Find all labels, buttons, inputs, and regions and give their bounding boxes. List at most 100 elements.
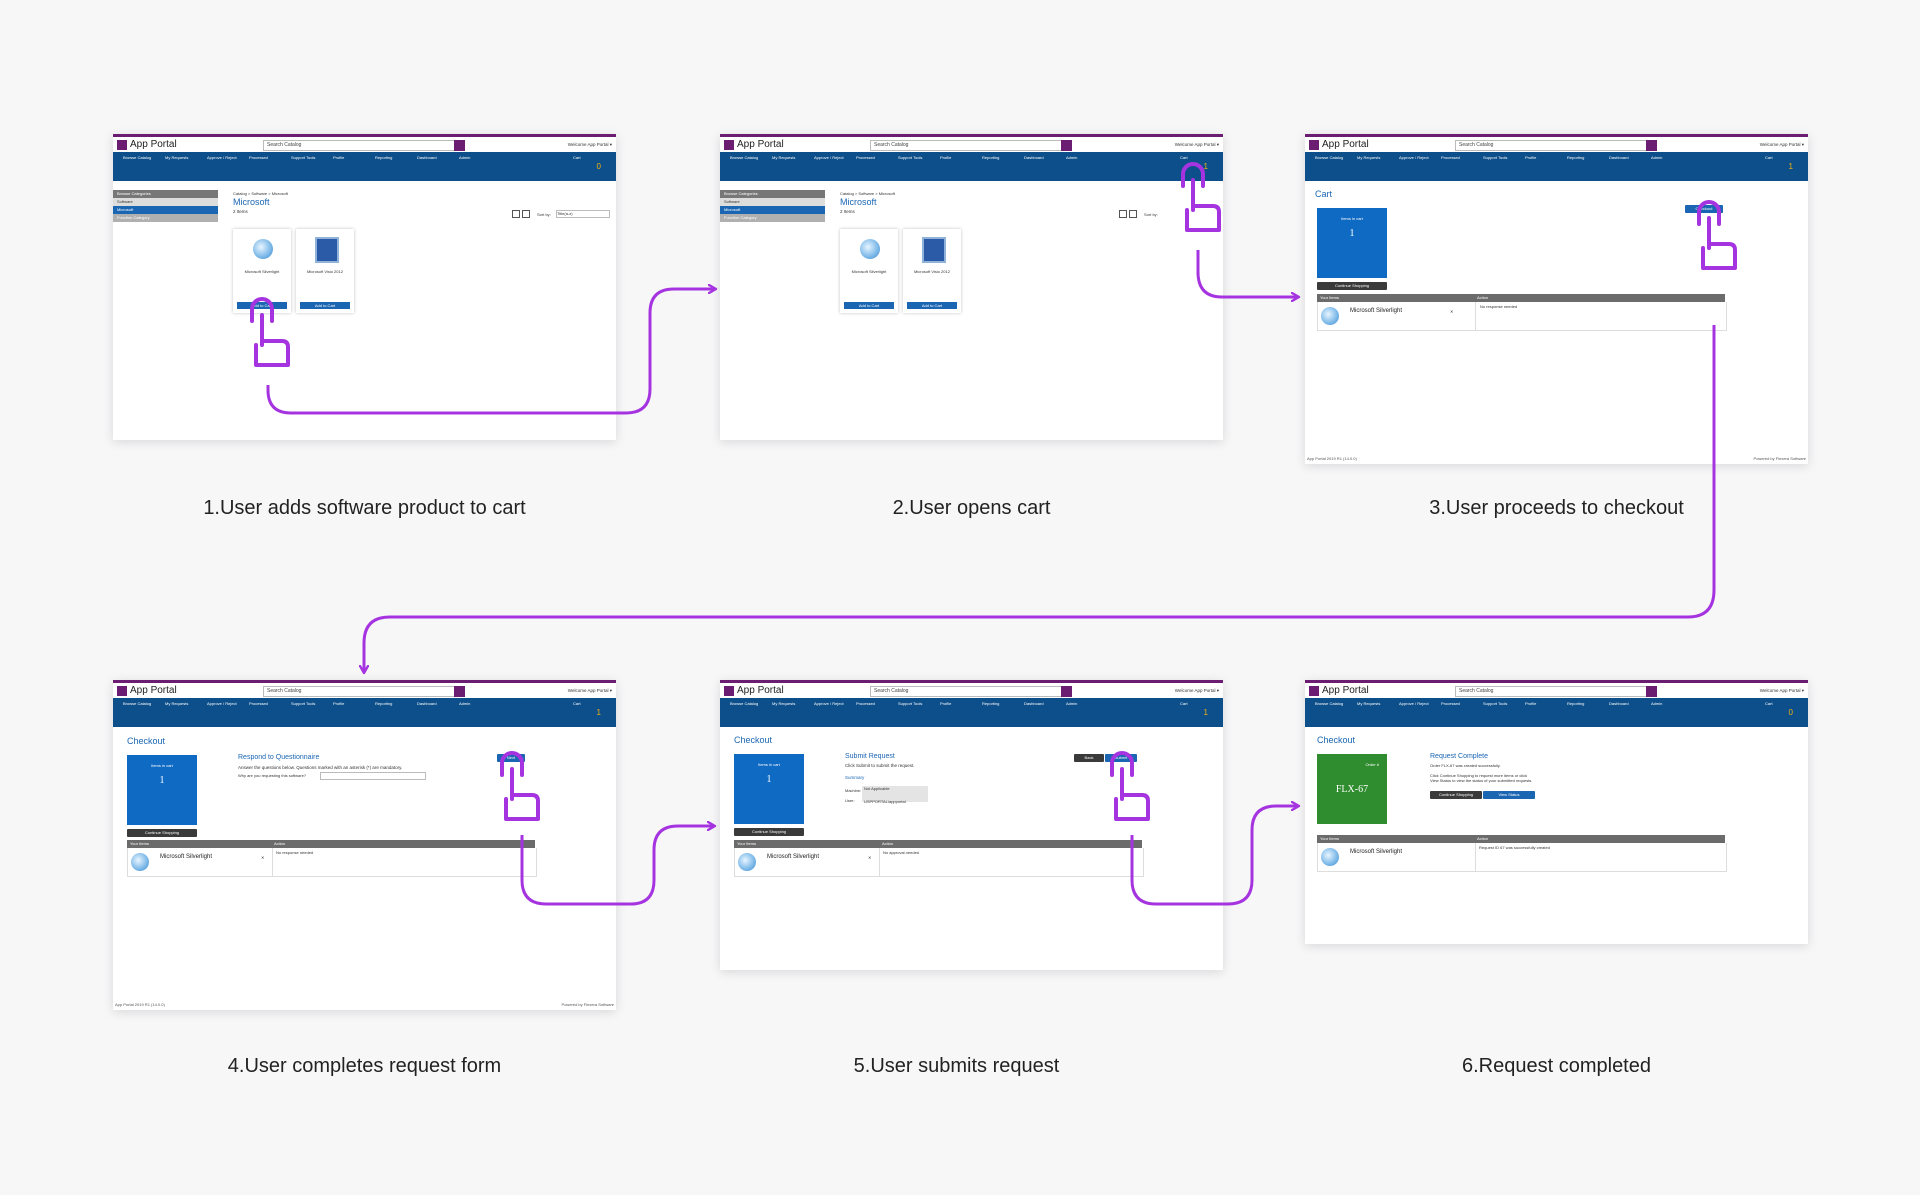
sidebar-item-microsoft[interactable]: Microsoft <box>113 206 218 214</box>
summary-link[interactable]: Summary <box>845 775 865 780</box>
question-answer-field[interactable] <box>320 772 426 780</box>
continue-shopping-button[interactable]: Continue Shopping <box>1317 282 1387 290</box>
nav-cart[interactable]: Cart <box>1180 155 1188 160</box>
nav-reporting[interactable]: Reporting <box>375 155 393 160</box>
grid-view-icon[interactable] <box>1119 210 1127 218</box>
list-view-icon[interactable] <box>1129 210 1137 218</box>
welcome-menu[interactable]: Welcome App Portal ▾ <box>1759 688 1804 693</box>
nav-profile[interactable]: Profile <box>1525 155 1537 160</box>
nav-reporting[interactable]: Reporting <box>1567 155 1585 160</box>
sort-select[interactable]: Title(a-z) <box>556 210 610 218</box>
nav-cart[interactable]: Cart <box>573 701 581 706</box>
nav-processed[interactable]: Processed <box>856 701 875 706</box>
nav-approve-reject[interactable]: Approve / Reject <box>814 701 844 706</box>
nav-approve-reject[interactable]: Approve / Reject <box>1399 155 1429 160</box>
nav-cart[interactable]: Cart <box>573 155 581 160</box>
nav-my-requests[interactable]: My Requests <box>165 155 189 160</box>
welcome-menu[interactable]: Welcome App Portal ▾ <box>1174 688 1219 693</box>
nav-cart[interactable]: Cart <box>1180 701 1188 706</box>
add-to-cart-button[interactable]: Add to Cart <box>844 302 894 309</box>
nav-approve-reject[interactable]: Approve / Reject <box>207 701 237 706</box>
add-to-cart-button[interactable]: Add to Cart <box>907 302 957 309</box>
nav-browse-catalog[interactable]: Browse Catalog <box>123 701 152 706</box>
search-button[interactable] <box>1061 686 1072 697</box>
search-button[interactable] <box>454 686 465 697</box>
continue-shopping-button[interactable]: Continue Shopping <box>127 829 197 837</box>
nav-reporting[interactable]: Reporting <box>982 701 1000 706</box>
nav-reporting[interactable]: Reporting <box>982 155 1000 160</box>
nav-profile[interactable]: Profile <box>333 155 345 160</box>
product-card-visio[interactable]: Microsoft Visio 2012 Add to Cart <box>296 229 354 313</box>
nav-my-requests[interactable]: My Requests <box>1357 155 1381 160</box>
add-to-cart-button[interactable]: Add to Cart <box>300 302 350 309</box>
nav-browse-catalog[interactable]: Browse Catalog <box>730 701 759 706</box>
nav-reporting[interactable]: Reporting <box>1567 701 1585 706</box>
sidebar-item-software[interactable]: Software <box>113 198 218 206</box>
submit-button[interactable]: Submit <box>1105 754 1137 762</box>
welcome-menu[interactable]: Welcome App Portal ▾ <box>1759 142 1804 147</box>
remove-icon[interactable]: ✕ <box>261 855 265 860</box>
nav-admin[interactable]: Admin <box>459 701 471 706</box>
next-button[interactable]: Next <box>497 754 525 762</box>
sidebar-item-software[interactable]: Software <box>720 198 825 206</box>
search-button[interactable] <box>1646 140 1657 151</box>
remove-icon[interactable]: ✕ <box>868 855 872 860</box>
nav-admin[interactable]: Admin <box>1066 155 1078 160</box>
product-card-silverlight[interactable]: Microsoft Silverlight Add to Cart <box>840 229 898 313</box>
nav-my-requests[interactable]: My Requests <box>165 701 189 706</box>
sidebar-item-function-category[interactable]: Function Category <box>720 214 825 222</box>
search-button[interactable] <box>1646 686 1657 697</box>
view-status-button[interactable]: View Status <box>1483 791 1535 799</box>
nav-browse-catalog[interactable]: Browse Catalog <box>123 155 152 160</box>
nav-my-requests[interactable]: My Requests <box>1357 701 1381 706</box>
nav-dashboard[interactable]: Dashboard <box>1024 155 1044 160</box>
nav-dashboard[interactable]: Dashboard <box>1024 701 1044 706</box>
nav-support-tools[interactable]: Support Tools <box>1483 155 1508 160</box>
list-view-icon[interactable] <box>522 210 530 218</box>
nav-admin[interactable]: Admin <box>1066 701 1078 706</box>
nav-admin[interactable]: Admin <box>1651 701 1663 706</box>
nav-processed[interactable]: Processed <box>249 155 268 160</box>
welcome-menu[interactable]: Welcome App Portal ▾ <box>567 688 612 693</box>
nav-dashboard[interactable]: Dashboard <box>417 701 437 706</box>
nav-my-requests[interactable]: My Requests <box>772 155 796 160</box>
nav-support-tools[interactable]: Support Tools <box>898 155 923 160</box>
nav-profile[interactable]: Profile <box>940 155 952 160</box>
nav-profile[interactable]: Profile <box>1525 701 1537 706</box>
nav-browse-catalog[interactable]: Browse Catalog <box>1315 701 1344 706</box>
nav-profile[interactable]: Profile <box>333 701 345 706</box>
nav-admin[interactable]: Admin <box>1651 155 1663 160</box>
nav-reporting[interactable]: Reporting <box>375 701 393 706</box>
back-button[interactable]: Back <box>1074 754 1104 762</box>
checkout-button[interactable]: Checkout <box>1685 205 1723 213</box>
nav-processed[interactable]: Processed <box>249 701 268 706</box>
welcome-menu[interactable]: Welcome App Portal ▾ <box>567 142 612 147</box>
search-button[interactable] <box>454 140 465 151</box>
add-to-cart-button[interactable]: Add to Cart <box>237 302 287 309</box>
nav-processed[interactable]: Processed <box>1441 701 1460 706</box>
nav-approve-reject[interactable]: Approve / Reject <box>207 155 237 160</box>
nav-support-tools[interactable]: Support Tools <box>291 155 316 160</box>
product-card-visio[interactable]: Microsoft Visio 2012 Add to Cart <box>903 229 961 313</box>
nav-browse-catalog[interactable]: Browse Catalog <box>730 155 759 160</box>
continue-shopping-button[interactable]: Continue Shopping <box>734 828 804 836</box>
welcome-menu[interactable]: Welcome App Portal ▾ <box>1174 142 1219 147</box>
nav-my-requests[interactable]: My Requests <box>772 701 796 706</box>
sidebar-item-microsoft[interactable]: Microsoft <box>720 206 825 214</box>
nav-support-tools[interactable]: Support Tools <box>1483 701 1508 706</box>
nav-support-tools[interactable]: Support Tools <box>291 701 316 706</box>
continue-shopping-button[interactable]: Continue Shopping <box>1430 791 1482 799</box>
nav-approve-reject[interactable]: Approve / Reject <box>1399 701 1429 706</box>
nav-profile[interactable]: Profile <box>940 701 952 706</box>
nav-dashboard[interactable]: Dashboard <box>417 155 437 160</box>
nav-admin[interactable]: Admin <box>459 155 471 160</box>
grid-view-icon[interactable] <box>512 210 520 218</box>
search-button[interactable] <box>1061 140 1072 151</box>
remove-icon[interactable]: ✕ <box>1450 309 1454 314</box>
nav-dashboard[interactable]: Dashboard <box>1609 155 1629 160</box>
nav-cart[interactable]: Cart <box>1765 701 1773 706</box>
nav-processed[interactable]: Processed <box>856 155 875 160</box>
nav-processed[interactable]: Processed <box>1441 155 1460 160</box>
nav-browse-catalog[interactable]: Browse Catalog <box>1315 155 1344 160</box>
nav-dashboard[interactable]: Dashboard <box>1609 701 1629 706</box>
